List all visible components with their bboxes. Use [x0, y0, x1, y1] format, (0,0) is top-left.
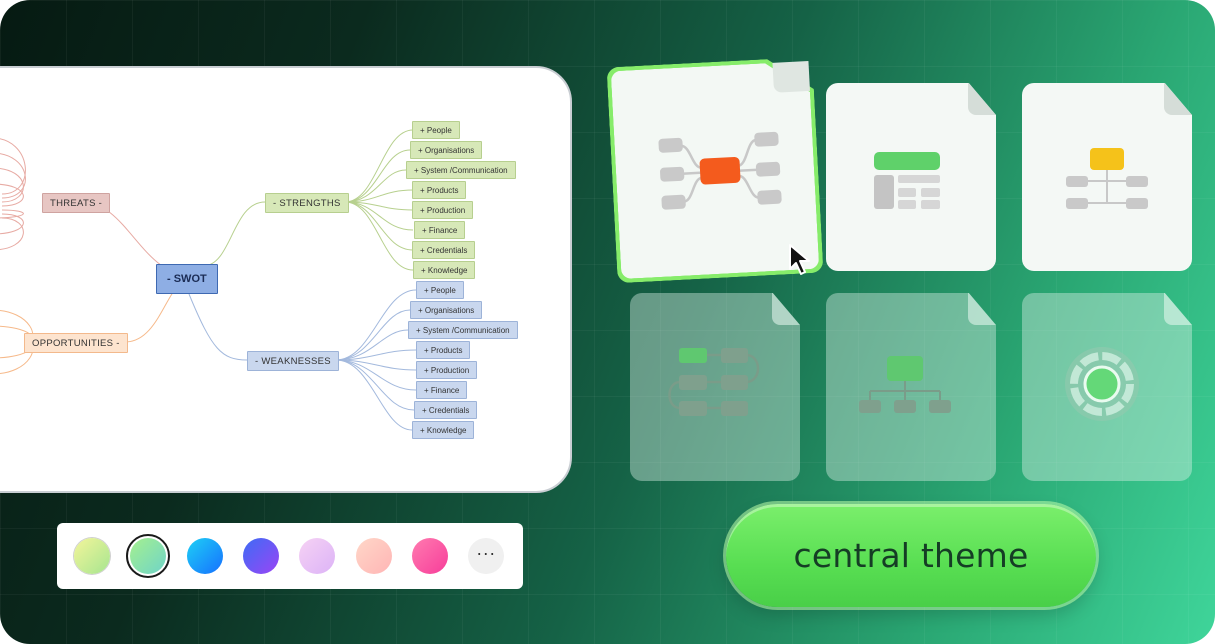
strengths-child-node[interactable]: + Organisations: [410, 141, 483, 159]
node-label: + Credentials: [420, 246, 468, 255]
central-topic-node[interactable]: - SWOT: [156, 264, 218, 294]
threats-label: THREATS -: [50, 198, 103, 209]
template-card-logic-chart[interactable]: [1022, 83, 1192, 271]
swatch-peach[interactable]: [356, 538, 392, 574]
weaknesses-child-node[interactable]: + Organisations: [410, 301, 483, 319]
strengths-child-node[interactable]: + People: [412, 121, 460, 139]
node-label: + Knowledge: [421, 266, 468, 275]
mind-map-template-icon: [658, 131, 782, 210]
swatch-pink-magenta[interactable]: [412, 538, 448, 574]
org-chart-template-icon: [859, 356, 951, 413]
node-label: + Production: [420, 206, 466, 215]
opportunities-node[interactable]: OPPORTUNITIES -: [24, 333, 128, 353]
swatch-lime-yellow[interactable]: [74, 538, 110, 574]
node-label: + People: [420, 126, 452, 135]
mouse-cursor-icon: [789, 244, 810, 275]
more-icon: ···: [476, 543, 496, 563]
node-label: + Products: [424, 346, 463, 355]
timeline-template-icon: [668, 348, 760, 416]
node-label: + People: [424, 286, 456, 295]
weaknesses-child-node[interactable]: + Finance: [416, 381, 468, 399]
template-card-radial[interactable]: [1022, 293, 1192, 481]
template-card-timeline[interactable]: [630, 293, 800, 481]
weaknesses-child-node[interactable]: + Credentials: [414, 401, 478, 419]
strengths-label: - STRENGTHS: [273, 198, 341, 209]
strengths-child-node[interactable]: + Knowledge: [413, 261, 476, 279]
mind-map-canvas[interactable]: THREATS - OPPORTUNITIES - - SWOT - STREN…: [0, 66, 572, 493]
template-card-org-chart[interactable]: [826, 293, 996, 481]
table-template-icon: [874, 152, 940, 209]
node-label: + Organisations: [418, 146, 475, 155]
strengths-child-node[interactable]: + System /Communication: [406, 161, 516, 179]
strengths-child-node[interactable]: + Credentials: [412, 241, 476, 259]
strengths-child-node[interactable]: + Finance: [414, 221, 466, 239]
node-label: + Finance: [422, 226, 458, 235]
radial-template-icon: [1065, 347, 1139, 421]
color-palette-bar: ···: [57, 523, 523, 589]
more-colors-button[interactable]: ···: [468, 538, 504, 574]
weaknesses-label: - WEAKNESSES: [255, 356, 331, 367]
node-label: + Production: [424, 366, 470, 375]
swatch-green-mint[interactable]: [126, 534, 170, 578]
node-label: + Products: [420, 186, 459, 195]
swatch-blue-purple[interactable]: [243, 538, 279, 574]
weaknesses-child-node[interactable]: + Products: [416, 341, 471, 359]
node-label: + Finance: [424, 386, 460, 395]
weaknesses-child-node[interactable]: + System /Communication: [408, 321, 518, 339]
swatch-lavender[interactable]: [299, 538, 335, 574]
threats-node[interactable]: THREATS -: [42, 193, 111, 213]
central-theme-label: central theme: [793, 536, 1029, 575]
central-theme-button[interactable]: central theme: [726, 504, 1096, 607]
node-label: + Credentials: [422, 406, 470, 415]
opportunities-label: OPPORTUNITIES -: [32, 338, 120, 349]
swatch-cyan-blue[interactable]: [187, 538, 223, 574]
template-card-table[interactable]: [826, 83, 996, 271]
node-label: + System /Communication: [414, 166, 508, 175]
strengths-child-node[interactable]: + Production: [412, 201, 474, 219]
central-topic-label: - SWOT: [167, 273, 207, 285]
strengths-child-node[interactable]: + Products: [412, 181, 467, 199]
strengths-node[interactable]: - STRENGTHS: [265, 193, 349, 213]
node-label: + Knowledge: [420, 426, 467, 435]
mind-map-connectors: [0, 129, 417, 431]
weaknesses-node[interactable]: - WEAKNESSES: [247, 351, 339, 371]
weaknesses-child-node[interactable]: + Knowledge: [412, 421, 475, 439]
logic-chart-template-icon: [1066, 148, 1148, 209]
weaknesses-child-node[interactable]: + Production: [416, 361, 478, 379]
node-label: + Organisations: [418, 306, 475, 315]
weaknesses-child-node[interactable]: + People: [416, 281, 464, 299]
template-card-mind-map[interactable]: [606, 57, 823, 283]
node-label: + System /Communication: [416, 326, 510, 335]
